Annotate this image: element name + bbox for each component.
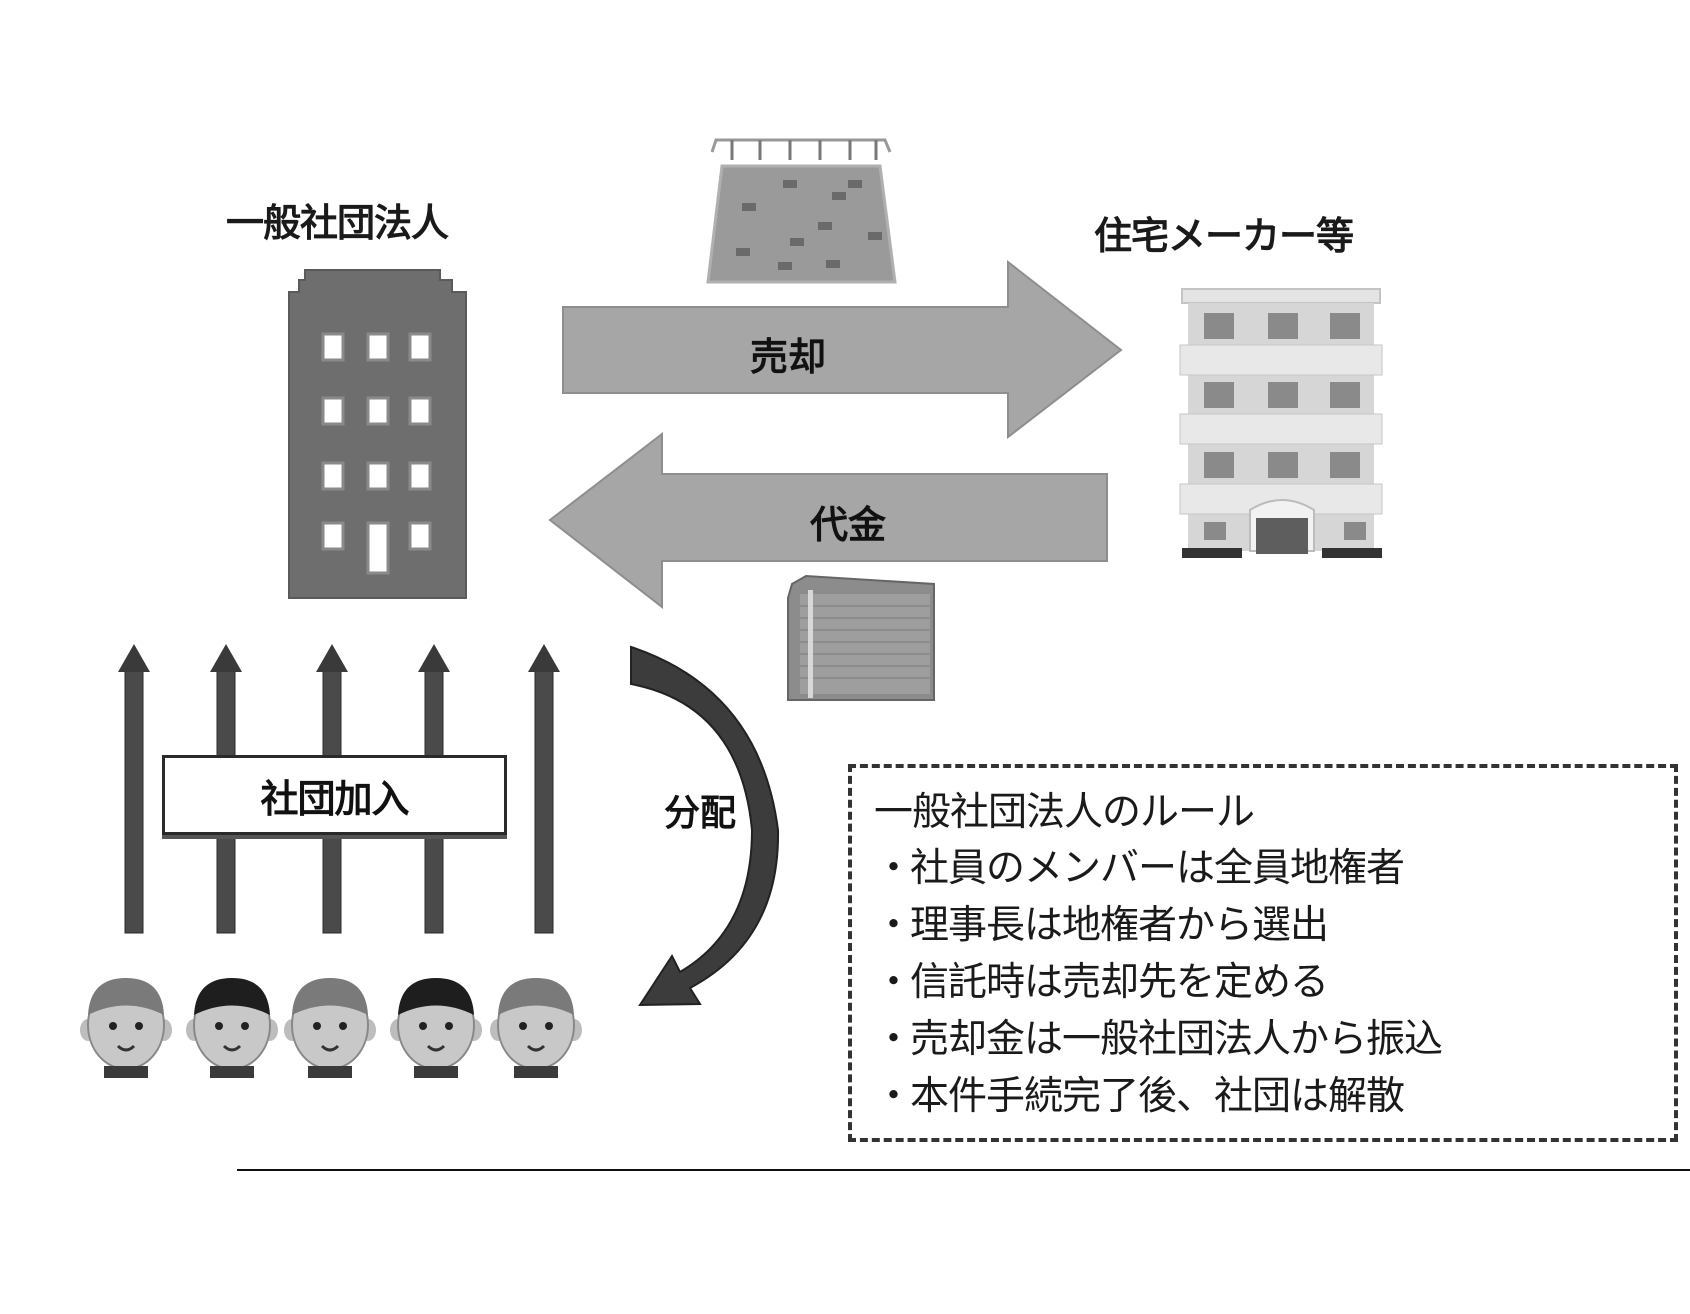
rules-list: ・社員のメンバーは全員地権者・理事長は地権者から選出・信託時は売却先を定める・売… [874, 840, 1674, 1125]
rules-box: 一般社団法人のルール ・社員のメンバーは全員地権者・理事長は地権者から選出・信託… [848, 764, 1678, 1142]
rule-text: 理事長は地権者から選出 [910, 903, 1329, 948]
rule-text: 信託時は売却先を定める [910, 960, 1329, 1005]
sale-arrow [562, 259, 1123, 440]
sale-label: 売却 [750, 335, 827, 379]
person-face-icon [390, 978, 482, 1078]
rule-item: ・売却金は一般社団法人から振込 [874, 1011, 1674, 1068]
join-arrow [118, 644, 150, 934]
rule-item: ・社員のメンバーは全員地権者 [874, 840, 1674, 897]
bullet: ・ [874, 1017, 913, 1062]
left-entity-title: 一般社団法人 [226, 201, 449, 245]
rules-title: 一般社団法人のルール [874, 790, 1255, 835]
bullet: ・ [874, 903, 913, 948]
distribution-arrow [630, 645, 780, 1007]
bullet: ・ [874, 1074, 913, 1119]
land-plot-icon [706, 138, 897, 284]
person-face-icon [186, 978, 278, 1078]
join-box: 社団加入 [162, 755, 507, 835]
join-label: 社団加入 [260, 776, 409, 821]
distribution-label: 分配 [664, 793, 737, 834]
rule-text: 売却金は一般社団法人から振込 [910, 1017, 1443, 1062]
payment-label: 代金 [810, 503, 887, 547]
member-faces [80, 978, 582, 1078]
cash-stack-icon [787, 574, 935, 701]
right-entity-title: 住宅メーカー等 [1094, 214, 1354, 258]
person-face-icon [80, 978, 172, 1078]
rule-item: ・本件手続完了後、社団は解散 [874, 1068, 1674, 1125]
rule-text: 社員のメンバーは全員地権者 [910, 846, 1405, 891]
bullet: ・ [874, 960, 913, 1005]
rule-item: ・信託時は売却先を定める [874, 954, 1674, 1011]
office-building-icon [288, 269, 467, 599]
join-arrow [528, 644, 560, 934]
divider-line [237, 1169, 1690, 1171]
payment-arrow [548, 431, 1108, 610]
person-face-icon [490, 978, 582, 1078]
rule-item: ・理事長は地権者から選出 [874, 897, 1674, 954]
bullet: ・ [874, 846, 913, 891]
apartment-building-icon [1179, 288, 1383, 558]
rule-text: 本件手続完了後、社団は解散 [910, 1074, 1405, 1119]
person-face-icon [284, 978, 376, 1078]
